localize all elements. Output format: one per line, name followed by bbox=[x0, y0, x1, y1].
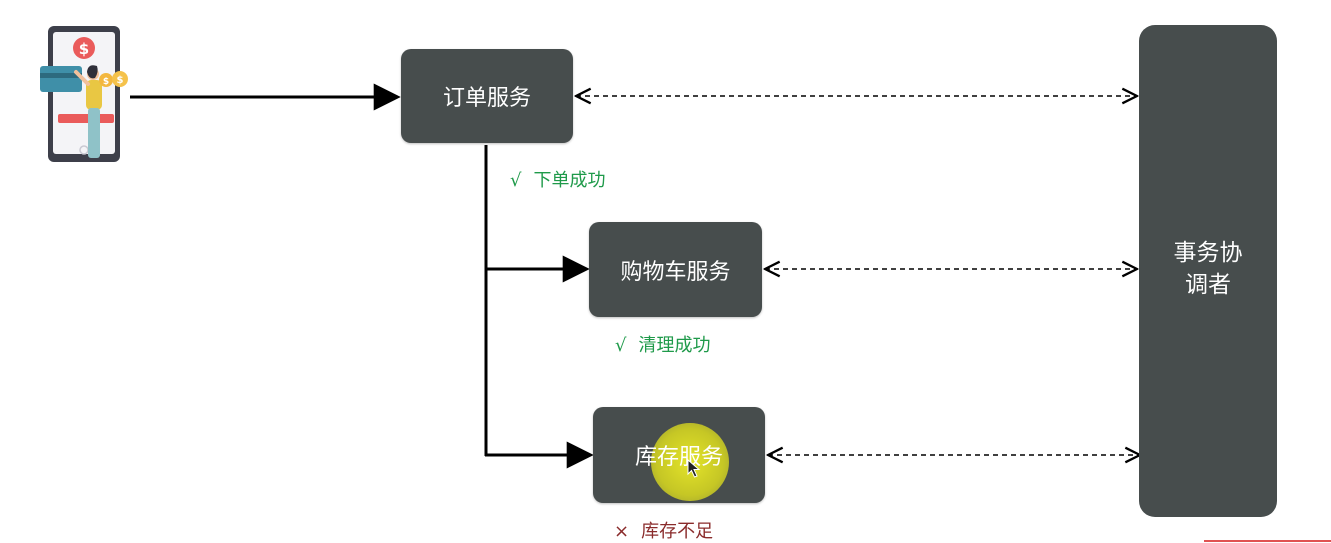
coordinator-label-line1: 事务协 bbox=[1173, 240, 1243, 266]
order-service-box: 订单服务 bbox=[401, 49, 573, 143]
cart-status: √ 清理成功 bbox=[615, 331, 710, 357]
transaction-coordinator-box: 事务协 调者 bbox=[1139, 25, 1277, 517]
person-arm bbox=[74, 70, 90, 86]
red-bar bbox=[58, 114, 114, 123]
inventory-status-text: 库存不足 bbox=[641, 521, 714, 542]
cart-service-label: 购物车服务 bbox=[620, 259, 731, 285]
person-legs bbox=[88, 108, 100, 158]
coin-symbol: $ bbox=[103, 77, 109, 87]
coordinator-label-line2: 调者 bbox=[1185, 272, 1231, 298]
inventory-status: × 库存不足 bbox=[614, 517, 713, 543]
success-check-icon: √ bbox=[615, 335, 627, 356]
cart-status-text: 清理成功 bbox=[638, 335, 711, 356]
person-hair bbox=[87, 65, 98, 79]
inventory-service-box: 库存服务 bbox=[593, 407, 765, 503]
coin-icon-2 bbox=[112, 71, 128, 87]
order-service-label: 订单服务 bbox=[442, 86, 531, 111]
mobile-payment-user-illustration: $ $ $ bbox=[40, 26, 128, 162]
coin-symbol-2: $ bbox=[117, 75, 124, 86]
mouse-pointer-icon bbox=[687, 459, 701, 478]
coin-icon bbox=[99, 73, 113, 87]
cart-service-box: 购物车服务 bbox=[589, 222, 762, 317]
accent-underline bbox=[1204, 540, 1331, 542]
credit-card-icon bbox=[40, 66, 82, 92]
credit-card-stripe bbox=[40, 73, 82, 78]
person-body bbox=[86, 80, 102, 110]
inventory-service-label: 库存服务 bbox=[634, 445, 723, 470]
order-status: √ 下单成功 bbox=[510, 166, 605, 192]
failure-cross-icon: × bbox=[614, 521, 630, 542]
success-check-icon: √ bbox=[510, 170, 522, 191]
dollar-badge-symbol: $ bbox=[79, 40, 89, 58]
dollar-badge-icon bbox=[73, 37, 95, 59]
order-status-text: 下单成功 bbox=[533, 170, 606, 191]
